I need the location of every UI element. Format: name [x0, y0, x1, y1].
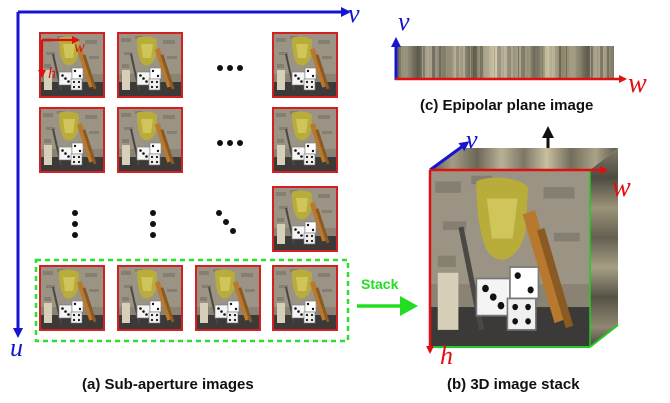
sub-aperture-tile [272, 32, 338, 98]
epipolar-streak [494, 46, 495, 78]
epipolar-streak [569, 46, 573, 78]
epipolar-streak [559, 46, 561, 78]
vertical-ellipsis [72, 210, 156, 238]
epipolar-streak [422, 46, 423, 78]
epipolar-streak [511, 46, 513, 78]
epipolar-streak [566, 46, 567, 78]
stack-side-bottom-edge [589, 324, 619, 348]
stack-side-face [590, 148, 618, 347]
epi-v-label: v [398, 7, 410, 36]
epipolar-streak [497, 46, 501, 78]
caption-image-stack: (b) 3D image stack [447, 376, 580, 393]
selected-row-outline [34, 258, 350, 343]
epipolar-streak [473, 46, 477, 78]
v-axis-label: v [348, 0, 360, 28]
sub-aperture-tile [117, 107, 183, 173]
stack-arrow-head [400, 296, 418, 316]
epipolar-streak [528, 46, 531, 78]
sub-aperture-tile [272, 186, 338, 252]
sub-aperture-tile [117, 32, 183, 98]
epipolar-streak [449, 46, 453, 78]
sub-aperture-tile [272, 107, 338, 173]
epipolar-streak [446, 46, 447, 78]
stack-h-label: h [440, 341, 453, 370]
stack-label: Stack [361, 276, 399, 292]
stack-front-image [430, 170, 590, 347]
sub-aperture-panel: v u w h (a) Sub-aperture images [10, 0, 360, 393]
epipolar-streak [487, 46, 489, 78]
tile-w-label: w [74, 39, 85, 56]
epipolar-streak [480, 46, 483, 78]
sub-aperture-tile [39, 265, 105, 331]
stack-w-label: w [612, 172, 631, 203]
epipolar-image [396, 46, 614, 78]
sub-aperture-tile [195, 265, 261, 331]
sub-aperture-tile [117, 265, 183, 331]
epipolar-streak [425, 46, 429, 78]
epipolar-streak [545, 46, 549, 78]
epipolar-streak [401, 46, 405, 78]
epipolar-streak [504, 46, 507, 78]
stack-top-face [430, 148, 618, 170]
epipolar-streak [439, 46, 441, 78]
sub-aperture-tile [39, 32, 105, 98]
epipolar-streak [552, 46, 555, 78]
caption-epipolar: (c) Epipolar plane image [420, 97, 593, 114]
epipolar-streak [607, 46, 609, 78]
sub-aperture-grid [39, 32, 338, 331]
horizontal-ellipsis [217, 65, 243, 146]
epipolar-streak [542, 46, 543, 78]
epipolar-streak [518, 46, 519, 78]
stack-v-label: v [466, 125, 478, 154]
epipolar-streak [521, 46, 525, 78]
caption-sub-aperture: (a) Sub-aperture images [82, 376, 254, 393]
epipolar-streak [408, 46, 411, 78]
epipolar-streak [470, 46, 471, 78]
epipolar-panel: v w (c) Epipolar plane image [391, 7, 647, 114]
stack-transition: Stack [357, 276, 418, 316]
epipolar-streak [576, 46, 579, 78]
epipolar-streak [456, 46, 459, 78]
epipolar-streak [583, 46, 585, 78]
tile-h-label: h [48, 65, 56, 82]
epipolar-streak [432, 46, 435, 78]
sub-aperture-tile [39, 107, 105, 173]
epipolar-streak [463, 46, 465, 78]
epi-w-label: w [628, 68, 647, 99]
sub-aperture-tile [272, 265, 338, 331]
epipolar-streak [535, 46, 537, 78]
epipolar-streak [415, 46, 417, 78]
stack-v-axis-arrow [429, 141, 470, 172]
diagonal-ellipsis [216, 210, 236, 234]
epipolar-streak [590, 46, 591, 78]
epipolar-streak [600, 46, 603, 78]
epipolar-streak [593, 46, 597, 78]
epipolar-streak [398, 46, 399, 78]
image-stack-panel: v w h (b) 3D image stack [426, 125, 631, 393]
u-axis-label: u [10, 333, 23, 362]
epipolar-streaks [398, 46, 609, 78]
